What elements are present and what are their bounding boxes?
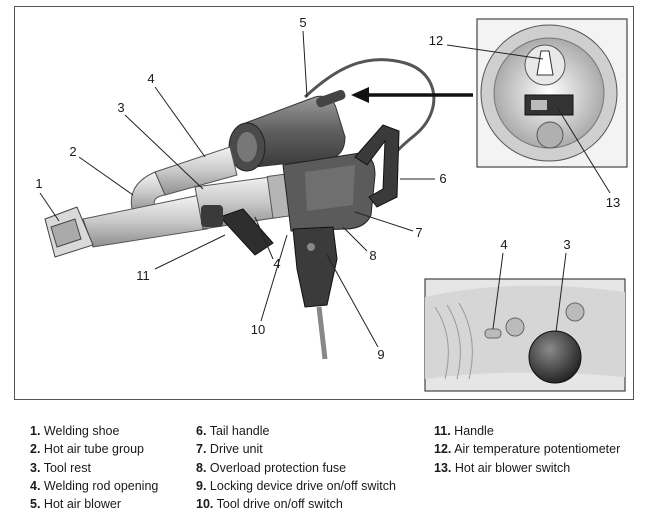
extruder-illustration (39, 18, 628, 392)
welding-shoe (44, 206, 94, 258)
callout-4-lower: 4 (273, 256, 281, 271)
drive-unit (282, 152, 376, 232)
inset-control-panel (476, 18, 628, 168)
legend-item: 1. Welding shoe (30, 424, 120, 438)
side-handle (201, 205, 274, 256)
power-cable (303, 58, 436, 168)
callout-8: 8 (369, 248, 377, 263)
callout-5: 5 (299, 15, 307, 30)
legend-item: 2. Hot air tube group (30, 442, 144, 457)
callout-12: 12 (428, 33, 444, 48)
pistol-grip (292, 226, 338, 360)
legend-item: 12. Air temperature potentiometer (434, 442, 621, 457)
callout-4: 4 (147, 71, 155, 86)
callout-4-inset: 4 (500, 237, 508, 252)
parts-legend: 1. Welding shoe 2. Hot air tube group 3.… (0, 422, 650, 522)
legend-item: 6. Tail handle (196, 424, 270, 438)
callout-11: 11 (136, 268, 150, 283)
legend-item: 10. Tool drive on/off switch (196, 497, 343, 512)
legend-item: 11. Handle (434, 424, 494, 438)
legend-item: 8. Overload protection fuse (196, 460, 347, 475)
callout-13: 13 (605, 195, 621, 210)
callout-10: 10 (250, 322, 266, 337)
legend-item: 4. Welding rod opening (30, 478, 159, 493)
legend-item: 7. Drive unit (196, 442, 263, 457)
diagram-frame: 1 2 3 4 5 6 7 8 9 10 4 11 12 13 4 3 (14, 6, 634, 400)
legend-item: 3. Tool rest (30, 460, 91, 475)
tail-handle (354, 124, 400, 208)
legend-item: 13. Hot air blower switch (434, 460, 571, 475)
callout-9: 9 (377, 347, 385, 362)
callout-2: 2 (69, 144, 77, 159)
callout-1: 1 (35, 176, 43, 191)
callout-6: 6 (439, 171, 447, 186)
legend-item: 5. Hot air blower (30, 497, 122, 512)
leader-lines (39, 30, 611, 348)
hot-air-tube-group (130, 146, 238, 214)
legend-column-3: 11. Handle 12. Air temperature potentiom… (434, 422, 620, 477)
callout-3: 3 (117, 100, 125, 115)
inset-pointer-arrow (351, 87, 473, 103)
legend-column-2: 6. Tail handle 7. Drive unit 8. Overload… (196, 422, 396, 513)
callout-7: 7 (415, 225, 423, 240)
inset-tool-rest (424, 278, 626, 392)
callout-3-inset: 3 (563, 237, 571, 252)
legend-item: 9. Locking device drive on/off switch (196, 478, 396, 493)
legend-column-1: 1. Welding shoe 2. Hot air tube group 3.… (30, 422, 158, 513)
